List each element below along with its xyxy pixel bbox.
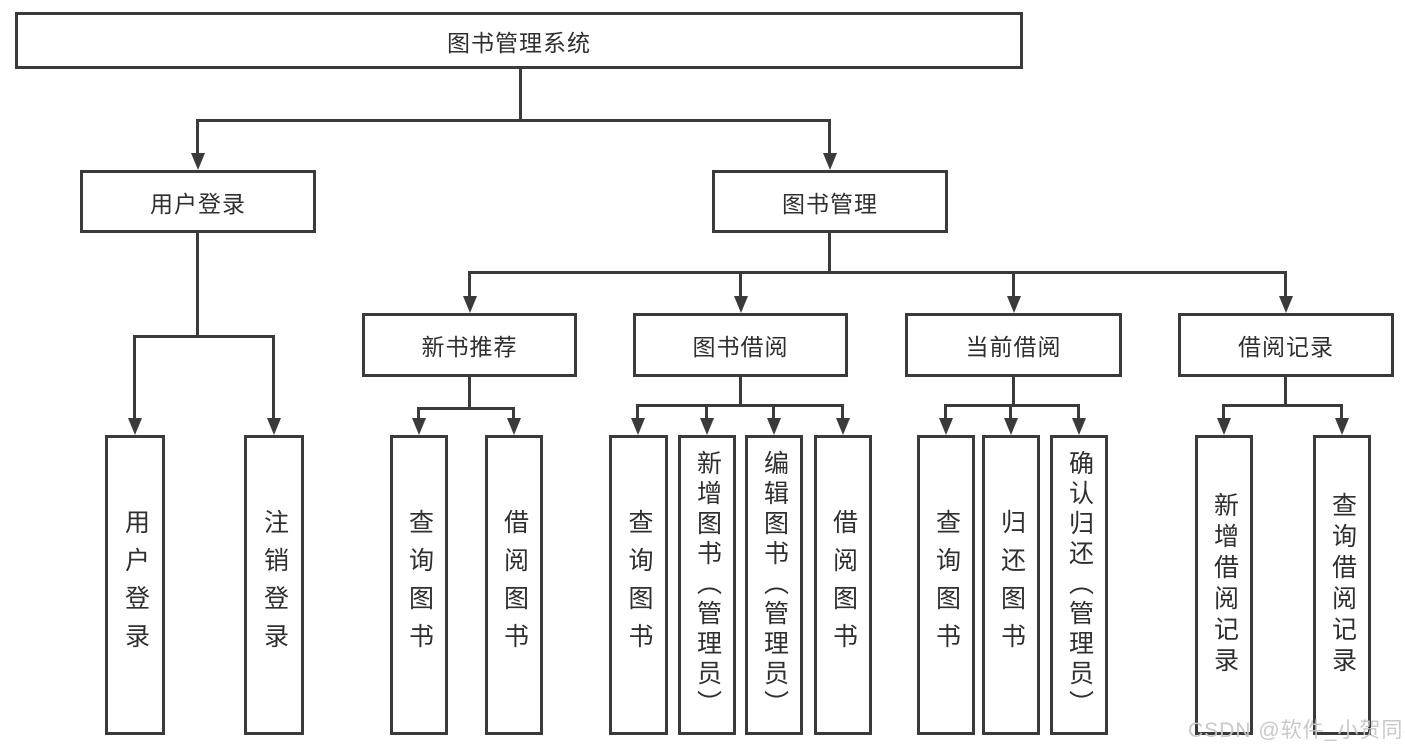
leaf-query-books-recommend: 查询图书 [390,435,448,735]
arrow-down-icon [1335,418,1349,435]
connector-line [739,271,742,299]
connector-line [1340,404,1343,421]
connector-line [468,271,1287,274]
arrow-down-icon [700,418,714,435]
leaf-query-books-recommend-label: 查询图书 [405,509,434,661]
arrow-down-icon [836,418,850,435]
leaf-query-books-borrow-label: 查询图书 [625,509,653,661]
arrow-down-icon [767,418,781,435]
node-borrow-records: 借阅记录 [1178,313,1394,377]
leaf-query-books-current: 查询图书 [917,435,975,735]
arrow-down-icon [463,296,477,313]
connector-line [468,377,471,409]
node-book-borrow: 图书借阅 [633,313,848,377]
leaf-logout: 注销登录 [244,435,304,735]
leaf-add-book-admin-label: 新增图书（管理员） [693,450,722,720]
node-current-borrow-label: 当前借阅 [965,334,1062,360]
leaf-borrow-books: 借阅图书 [814,435,872,735]
node-book-management-label: 图书管理 [782,190,878,217]
connector-line [1222,404,1225,421]
connector-line [841,404,844,421]
node-book-borrow-label: 图书借阅 [692,334,789,360]
arrow-down-icon [128,418,142,435]
leaf-borrow-books-label: 借阅图书 [829,509,858,661]
leaf-query-books-borrow: 查询图书 [609,435,668,735]
connector-line [196,119,831,122]
connector-line [828,119,831,156]
connector-line [1012,377,1015,407]
arrow-down-icon [191,153,205,170]
leaf-return-book: 归还图书 [982,435,1040,735]
leaf-add-borrow-record: 新增借阅记录 [1195,435,1253,735]
leaf-add-borrow-record-label: 新增借阅记录 [1210,492,1239,678]
connector-line [1077,404,1080,421]
leaf-borrow-books-recommend: 借阅图书 [485,435,543,735]
connector-line [739,377,742,407]
connector-line [828,233,831,274]
arrow-down-icon [1007,296,1021,313]
connector-line [772,404,775,421]
connector-line [133,335,275,338]
arrow-down-icon [1004,418,1018,435]
leaf-query-borrow-record-label: 查询借阅记录 [1328,492,1357,678]
leaf-confirm-return-admin: 确认归还（管理员） [1050,435,1108,735]
node-user-login: 用户登录 [80,170,316,233]
connector-line [1012,271,1015,299]
connector-line [512,407,515,421]
leaf-borrow-books-recommend-label: 借阅图书 [500,509,529,661]
connector-line [196,119,199,156]
node-borrow-records-label: 借阅记录 [1238,334,1334,360]
leaf-logout-label: 注销登录 [260,509,289,661]
leaf-query-borrow-record: 查询借阅记录 [1313,435,1371,735]
connector-line [1284,271,1287,299]
connector-line [417,407,420,421]
connector-line [272,335,275,421]
arrow-down-icon [1217,418,1231,435]
connector-line [519,68,522,120]
connector-line [944,404,1080,407]
arrow-down-icon [1072,418,1086,435]
node-root-label: 图书管理系统 [447,29,591,56]
connector-line [636,404,844,407]
connector-line [468,271,471,299]
connector-line [196,233,199,337]
leaf-return-book-label: 归还图书 [997,509,1026,661]
connector-line [705,404,708,421]
arrow-down-icon [267,418,281,435]
leaf-user-login: 用户登录 [105,435,165,735]
leaf-add-book-admin: 新增图书（管理员） [678,435,736,735]
connector-line [944,404,947,421]
arrow-down-icon [734,296,748,313]
connector-line [1009,404,1012,421]
arrow-down-icon [631,418,645,435]
csdn-watermark: CSDN @软件_小贺同学 [1188,719,1405,742]
connector-line [417,407,515,410]
leaf-edit-book-admin: 编辑图书（管理员） [745,435,803,735]
node-book-management: 图书管理 [712,170,948,233]
arrow-down-icon [1279,296,1293,313]
arrow-down-icon [412,418,426,435]
connector-line [1284,377,1287,407]
node-new-book-recommend: 新书推荐 [362,313,577,377]
node-current-borrow: 当前借阅 [905,313,1122,377]
node-user-login-label: 用户登录 [150,190,246,217]
leaf-query-books-current-label: 查询图书 [932,509,961,661]
connector-line [1222,404,1343,407]
node-root: 图书管理系统 [15,12,1023,69]
arrow-down-icon [823,153,837,170]
leaf-confirm-return-admin-label: 确认归还（管理员） [1065,450,1094,720]
connector-line [133,335,136,421]
node-new-book-recommend-label: 新书推荐 [421,334,518,360]
arrow-down-icon [507,418,521,435]
leaf-edit-book-admin-label: 编辑图书（管理员） [760,450,789,720]
leaf-user-login-label: 用户登录 [121,509,150,661]
arrow-down-icon [939,418,953,435]
connector-line [636,404,639,421]
